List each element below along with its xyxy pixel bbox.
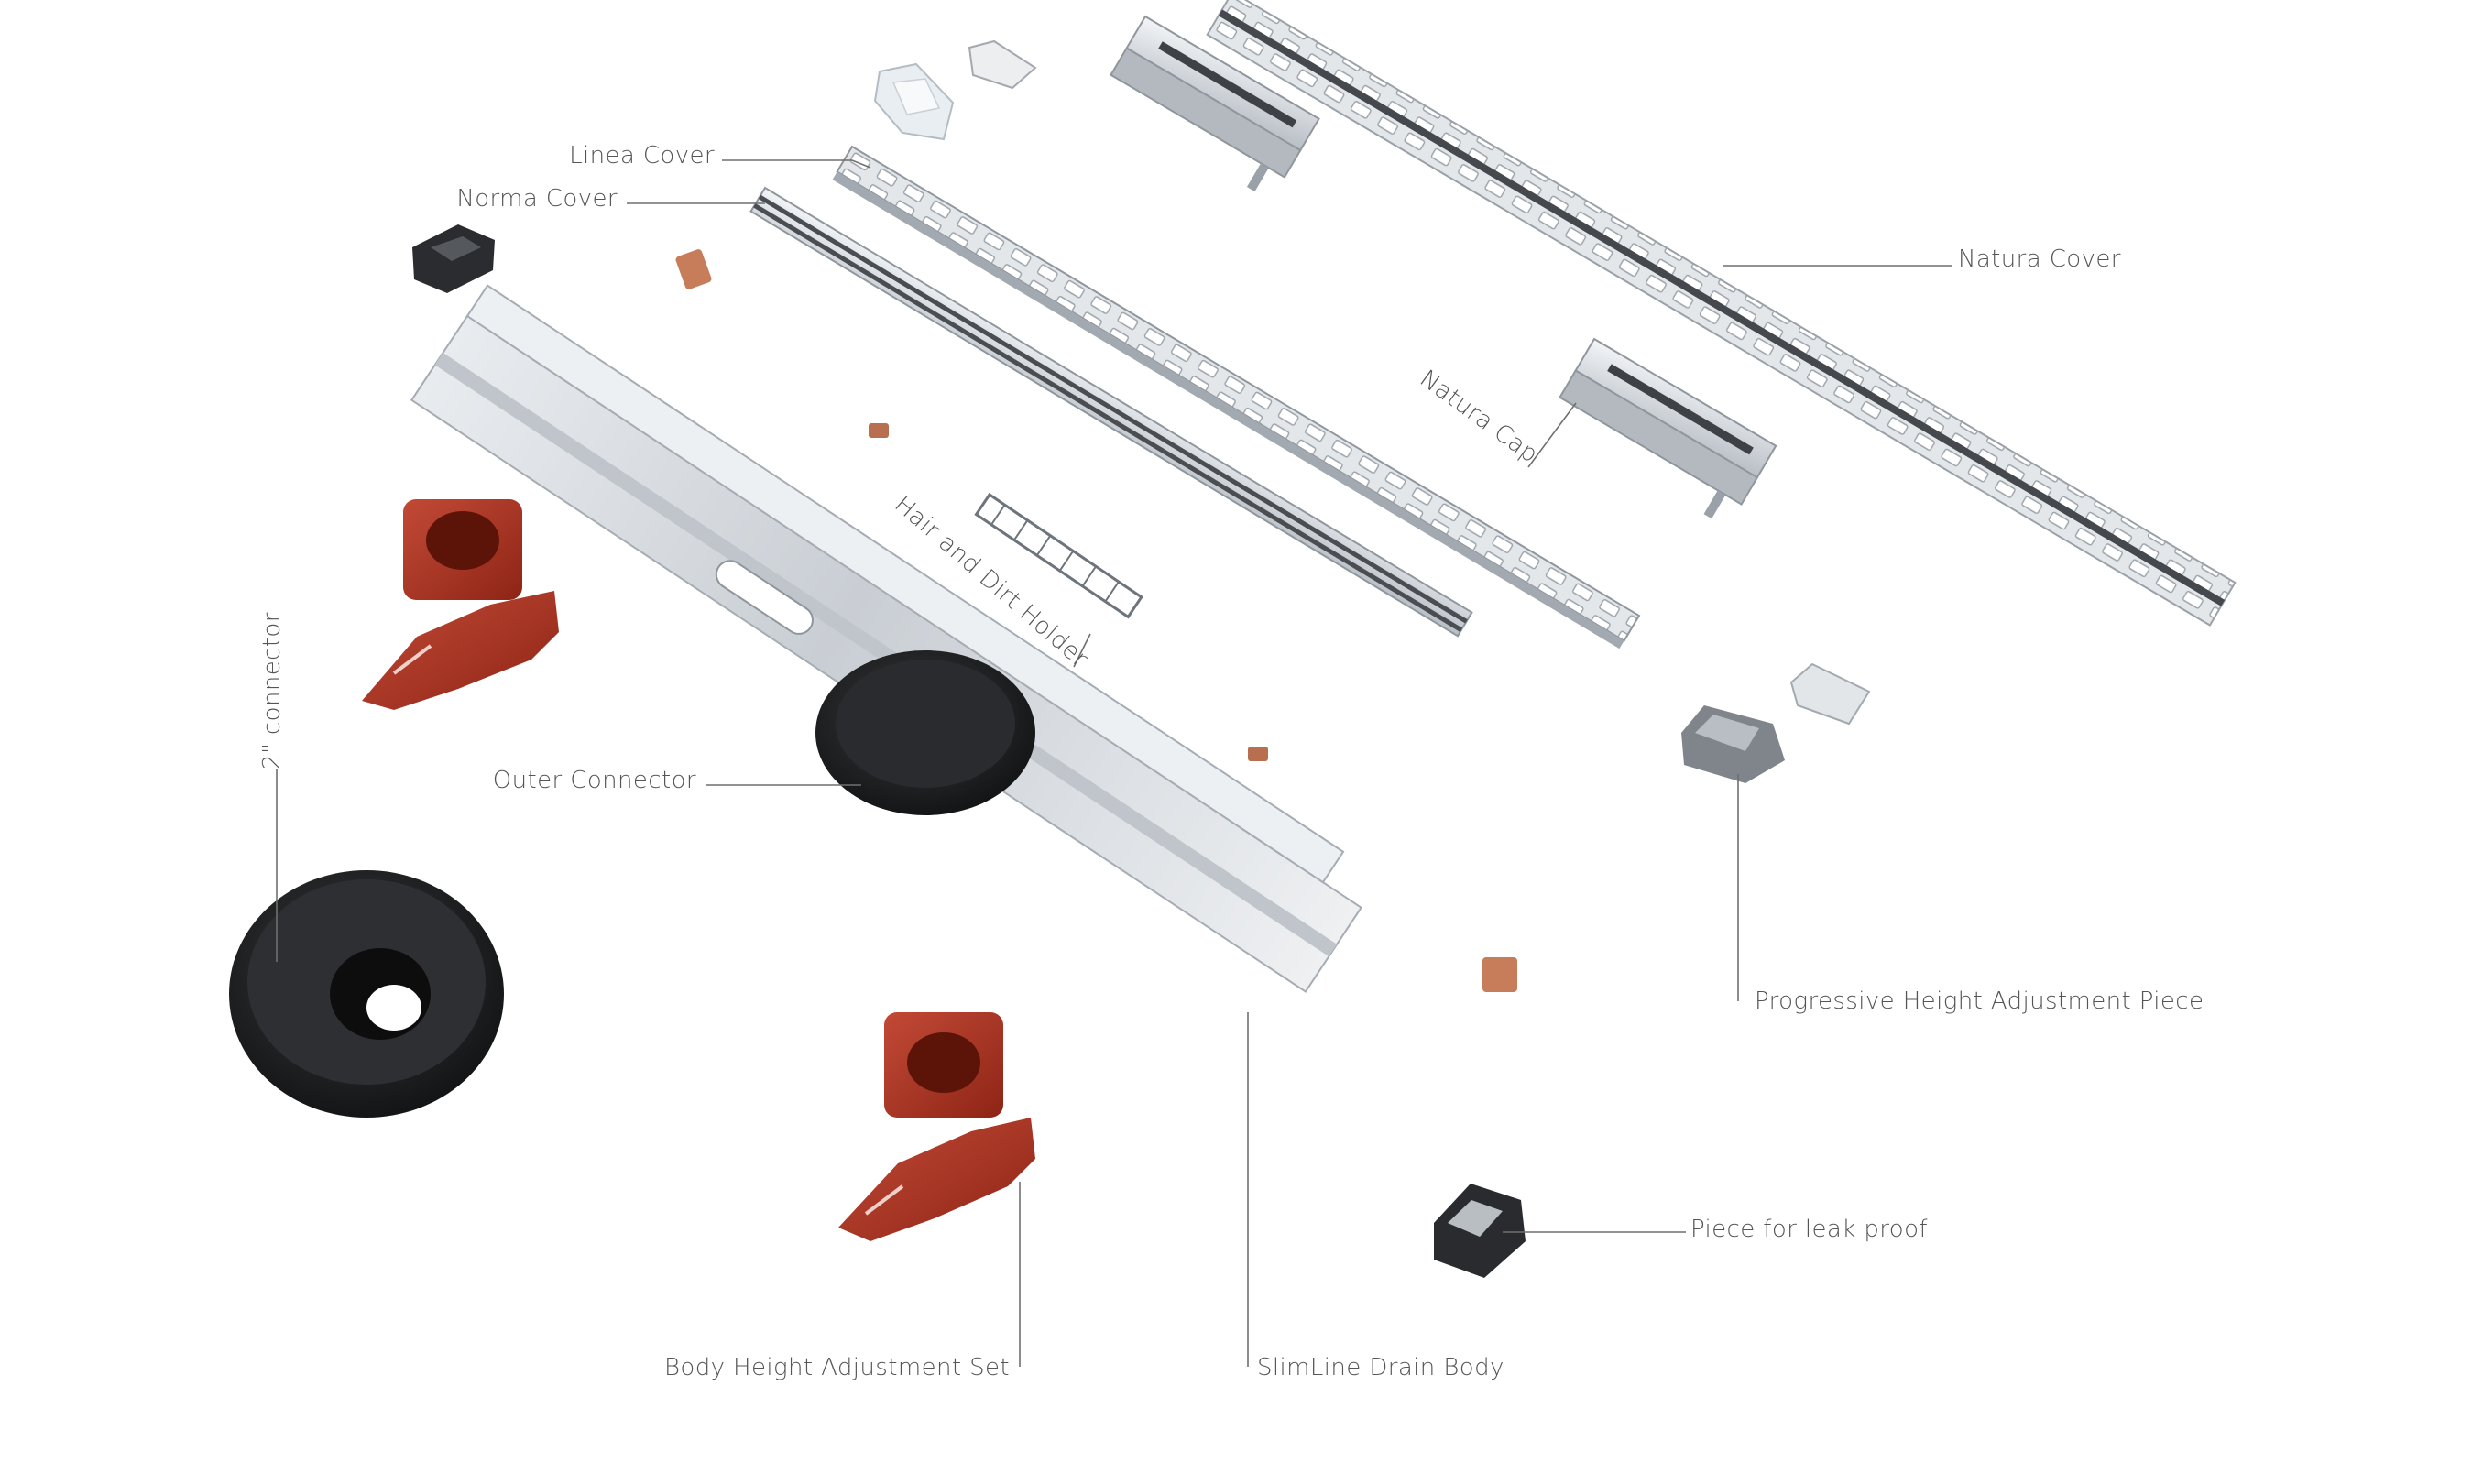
body-height-adjustment-part-lower <box>838 1012 1035 1241</box>
label-two-inch-connector: 2" connector <box>258 612 286 769</box>
natura-cap-part-top <box>1110 15 1320 192</box>
label-progressive-height: Progressive Height Adjustment Piece <box>1755 988 2204 1015</box>
label-natura-cover: Natura Cover <box>1958 246 2121 273</box>
label-norma-cover: Norma Cover <box>456 185 618 213</box>
label-slimline-drain-body: SlimLine Drain Body <box>1257 1354 1504 1381</box>
leak-proof-part <box>1434 1184 1526 1278</box>
label-linea-cover: Linea Cover <box>569 142 715 169</box>
label-outer-connector: Outer Connector <box>493 767 696 794</box>
copper-clip-part <box>675 249 1517 992</box>
label-leak-proof: Piece for leak proof <box>1690 1216 1928 1243</box>
natura-cover-part <box>1206 0 2237 627</box>
norma-cover-part <box>749 186 1473 638</box>
body-height-adjustment-part-upper <box>362 499 559 710</box>
linea-cover-part <box>832 145 1641 649</box>
progressive-height-adjustment-part <box>1681 662 1871 783</box>
natura-cap-part <box>1559 337 1777 519</box>
clear-clip-part <box>873 62 955 141</box>
outer-connector-part <box>815 650 1035 815</box>
hair-dirt-holder-part <box>974 492 1143 619</box>
end-plate-part <box>968 39 1037 90</box>
slimline-drain-body-part <box>410 284 1363 993</box>
label-body-height-set: Body Height Adjustment Set <box>664 1354 1010 1381</box>
leader-lines <box>276 159 1952 1367</box>
black-end-cap-part <box>412 224 495 293</box>
two-inch-connector-part <box>229 870 504 1118</box>
label-natura-cap: Natura Cap <box>1415 365 1543 468</box>
